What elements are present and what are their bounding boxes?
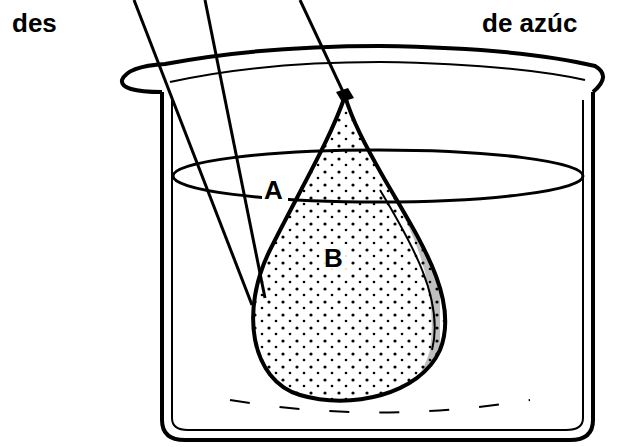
heading-fragment: de azúc <box>482 10 577 36</box>
region-label: B <box>324 245 343 271</box>
region-label: A <box>264 177 283 203</box>
heading-fragment: des <box>12 10 57 36</box>
